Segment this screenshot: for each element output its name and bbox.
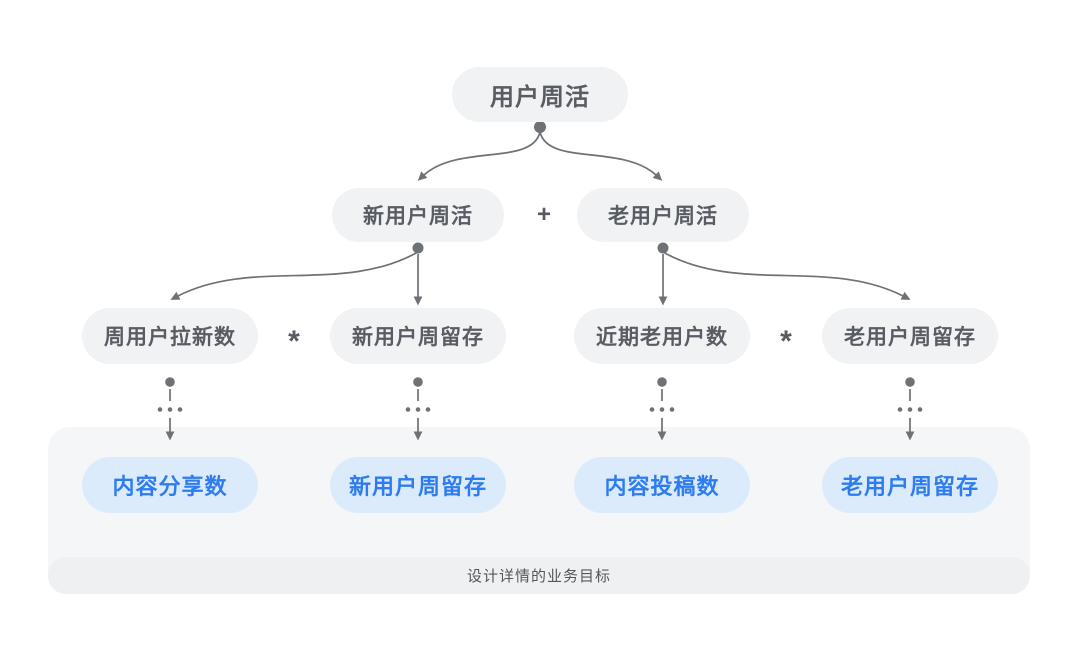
ellipsis-dot — [649, 407, 655, 412]
operator-multiply-left: * — [288, 325, 300, 358]
dotted-connector-col4 — [897, 377, 923, 441]
ellipsis-dot — [405, 407, 411, 412]
operator-plus: + — [536, 201, 551, 228]
ellipsis-dot — [167, 407, 173, 412]
level2-right-branch-connector — [657, 242, 911, 306]
dotted-connector-col2 — [405, 377, 431, 441]
node-weekly-active-users: 用户周活 — [452, 67, 628, 122]
ellipsis-dot — [907, 407, 913, 412]
ellipsis-dot — [415, 407, 421, 412]
leaf-content-submission-count: 内容投稿数 — [574, 457, 750, 513]
curve-arrow-icon — [539, 131, 663, 181]
connector-dot — [534, 121, 546, 133]
connector-dot — [413, 377, 423, 387]
node-recent-old-user-count: 近期老用户数 — [574, 308, 750, 364]
curve-arrow-icon — [417, 131, 541, 181]
panel-caption: 设计详情的业务目标 — [466, 568, 611, 585]
curve-arrow-icon — [662, 251, 911, 300]
operator-multiply-right: * — [780, 325, 792, 358]
node-weekly-new-user-acquisition: 周用户拉新数 — [82, 308, 258, 364]
ellipsis-dot — [157, 407, 163, 412]
root-branch-connector — [417, 121, 663, 181]
connector-dot — [412, 242, 424, 254]
ellipsis-dot — [669, 407, 675, 412]
leaf-content-share-count: 内容分享数 — [82, 457, 258, 513]
connector-dot — [657, 377, 667, 387]
connector-dot — [905, 377, 915, 387]
leaf-new-user-weekly-retention: 新用户周留存 — [330, 457, 506, 513]
node-old-user-weekly-retention: 老用户周留存 — [822, 308, 998, 364]
dotted-connector-col1 — [157, 377, 183, 441]
ellipsis-dot — [897, 407, 903, 412]
connector-dot — [165, 377, 175, 387]
node-new-user-wau: 新用户周活 — [332, 188, 504, 242]
node-old-user-wau: 老用户周活 — [577, 188, 749, 242]
leaf-old-user-weekly-retention: 老用户周留存 — [822, 457, 998, 513]
level2-left-branch-connector — [170, 242, 424, 306]
ellipsis-dot — [425, 407, 431, 412]
ellipsis-dot — [659, 407, 665, 412]
ellipsis-dot — [917, 407, 923, 412]
dotted-connector-col3 — [649, 377, 675, 441]
panel-footer-band: 设计详情的业务目标 — [48, 557, 1030, 594]
node-new-user-weekly-retention: 新用户周留存 — [330, 308, 506, 364]
ellipsis-dot — [177, 407, 183, 412]
connector-dot — [657, 242, 669, 254]
curve-arrow-icon — [170, 251, 419, 300]
